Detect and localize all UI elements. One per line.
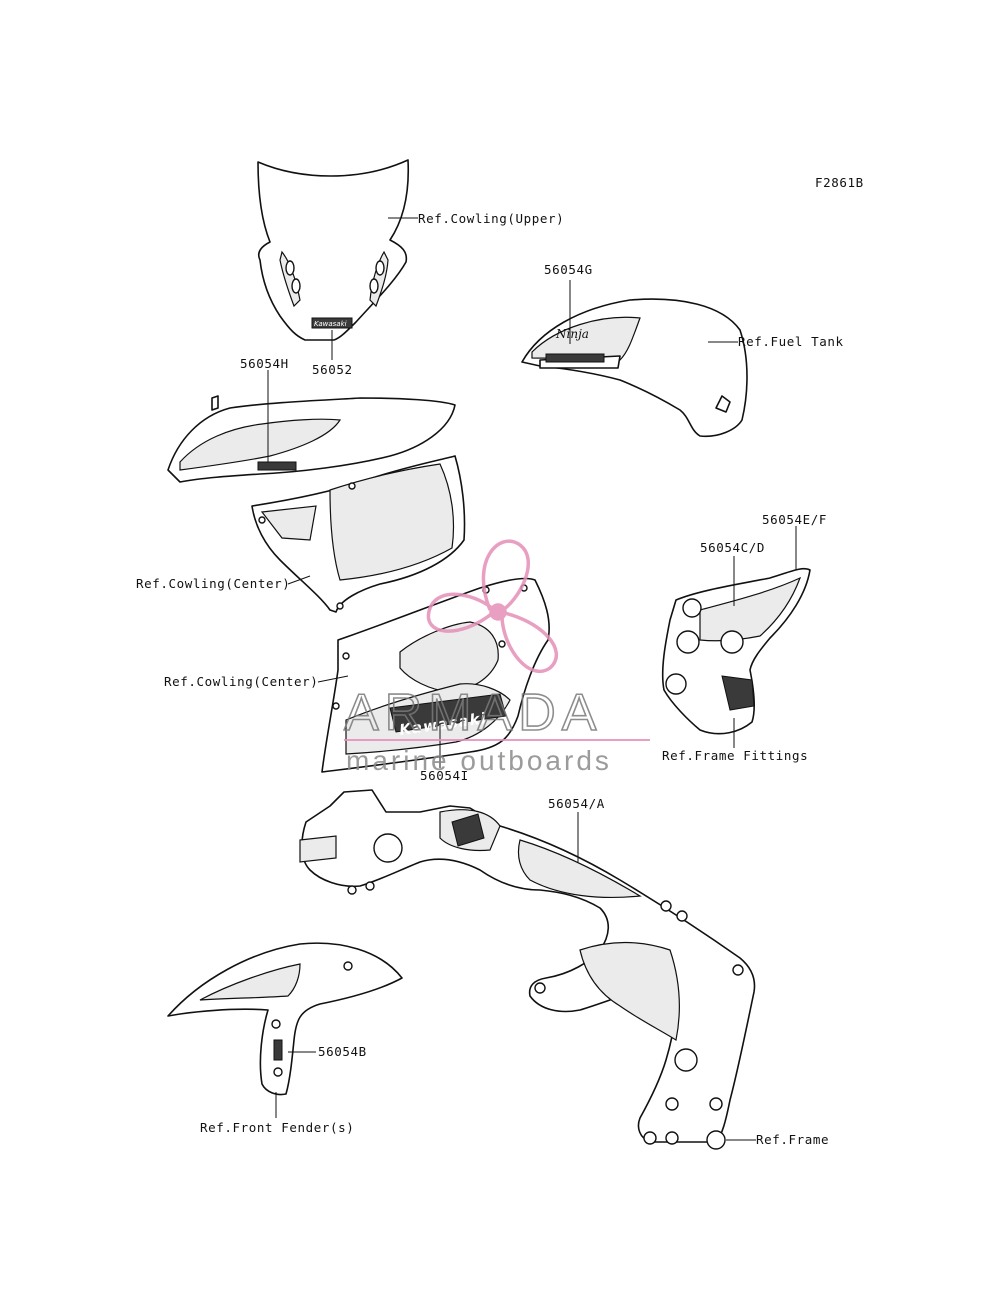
armada-watermark: ARMADA marine outboards xyxy=(343,539,650,776)
tank-logo-text: Ninja xyxy=(555,327,589,341)
label-56054I: 56054I xyxy=(420,768,469,783)
front-fender-part xyxy=(167,942,403,1096)
label-fuel-tank-ref: Ref.Fuel Tank xyxy=(738,334,844,349)
label-56054A: 56054/A xyxy=(548,796,605,811)
windscreen-logo-text: Kawasaki xyxy=(314,320,347,328)
watermark-subtitle: marine outboards xyxy=(346,745,612,776)
frame-fitting-part xyxy=(661,567,811,735)
armada-logo-icon xyxy=(426,539,558,673)
windscreen-logo-decal xyxy=(311,317,353,329)
windscreen-part: Kawasaki xyxy=(257,159,410,341)
center-cowling-lower-part: Kawasaki xyxy=(321,577,550,773)
label-frame-fittings-ref: Ref.Frame Fittings xyxy=(662,748,808,763)
label-56054B: 56054B xyxy=(318,1044,367,1059)
label-56054G: 56054G xyxy=(544,262,593,277)
label-cowling-center-ref-2: Ref.Cowling(Center) xyxy=(164,674,318,689)
upper-cowl-decal xyxy=(257,461,297,471)
tank-side-decal xyxy=(545,353,605,363)
label-cowling-upper-ref: Ref.Cowling(Upper) xyxy=(418,211,564,226)
label-cowling-center-ref-1: Ref.Cowling(Center) xyxy=(136,576,290,591)
center-cowling-upper-part xyxy=(167,395,466,613)
label-56054CD: 56054C/D xyxy=(700,540,765,555)
label-56054H: 56054H xyxy=(240,356,289,371)
figure-code: F2861B xyxy=(815,175,864,190)
label-front-fender-ref: Ref.Front Fender(s) xyxy=(200,1120,354,1135)
label-56054EF: 56054E/F xyxy=(762,512,827,527)
label-frame-ref: Ref.Frame xyxy=(756,1132,829,1147)
label-56052: 56052 xyxy=(312,362,353,377)
watermark-title: ARMADA xyxy=(344,684,602,742)
main-frame-part xyxy=(299,789,756,1150)
fuel-tank-part: Ninja xyxy=(521,298,748,438)
